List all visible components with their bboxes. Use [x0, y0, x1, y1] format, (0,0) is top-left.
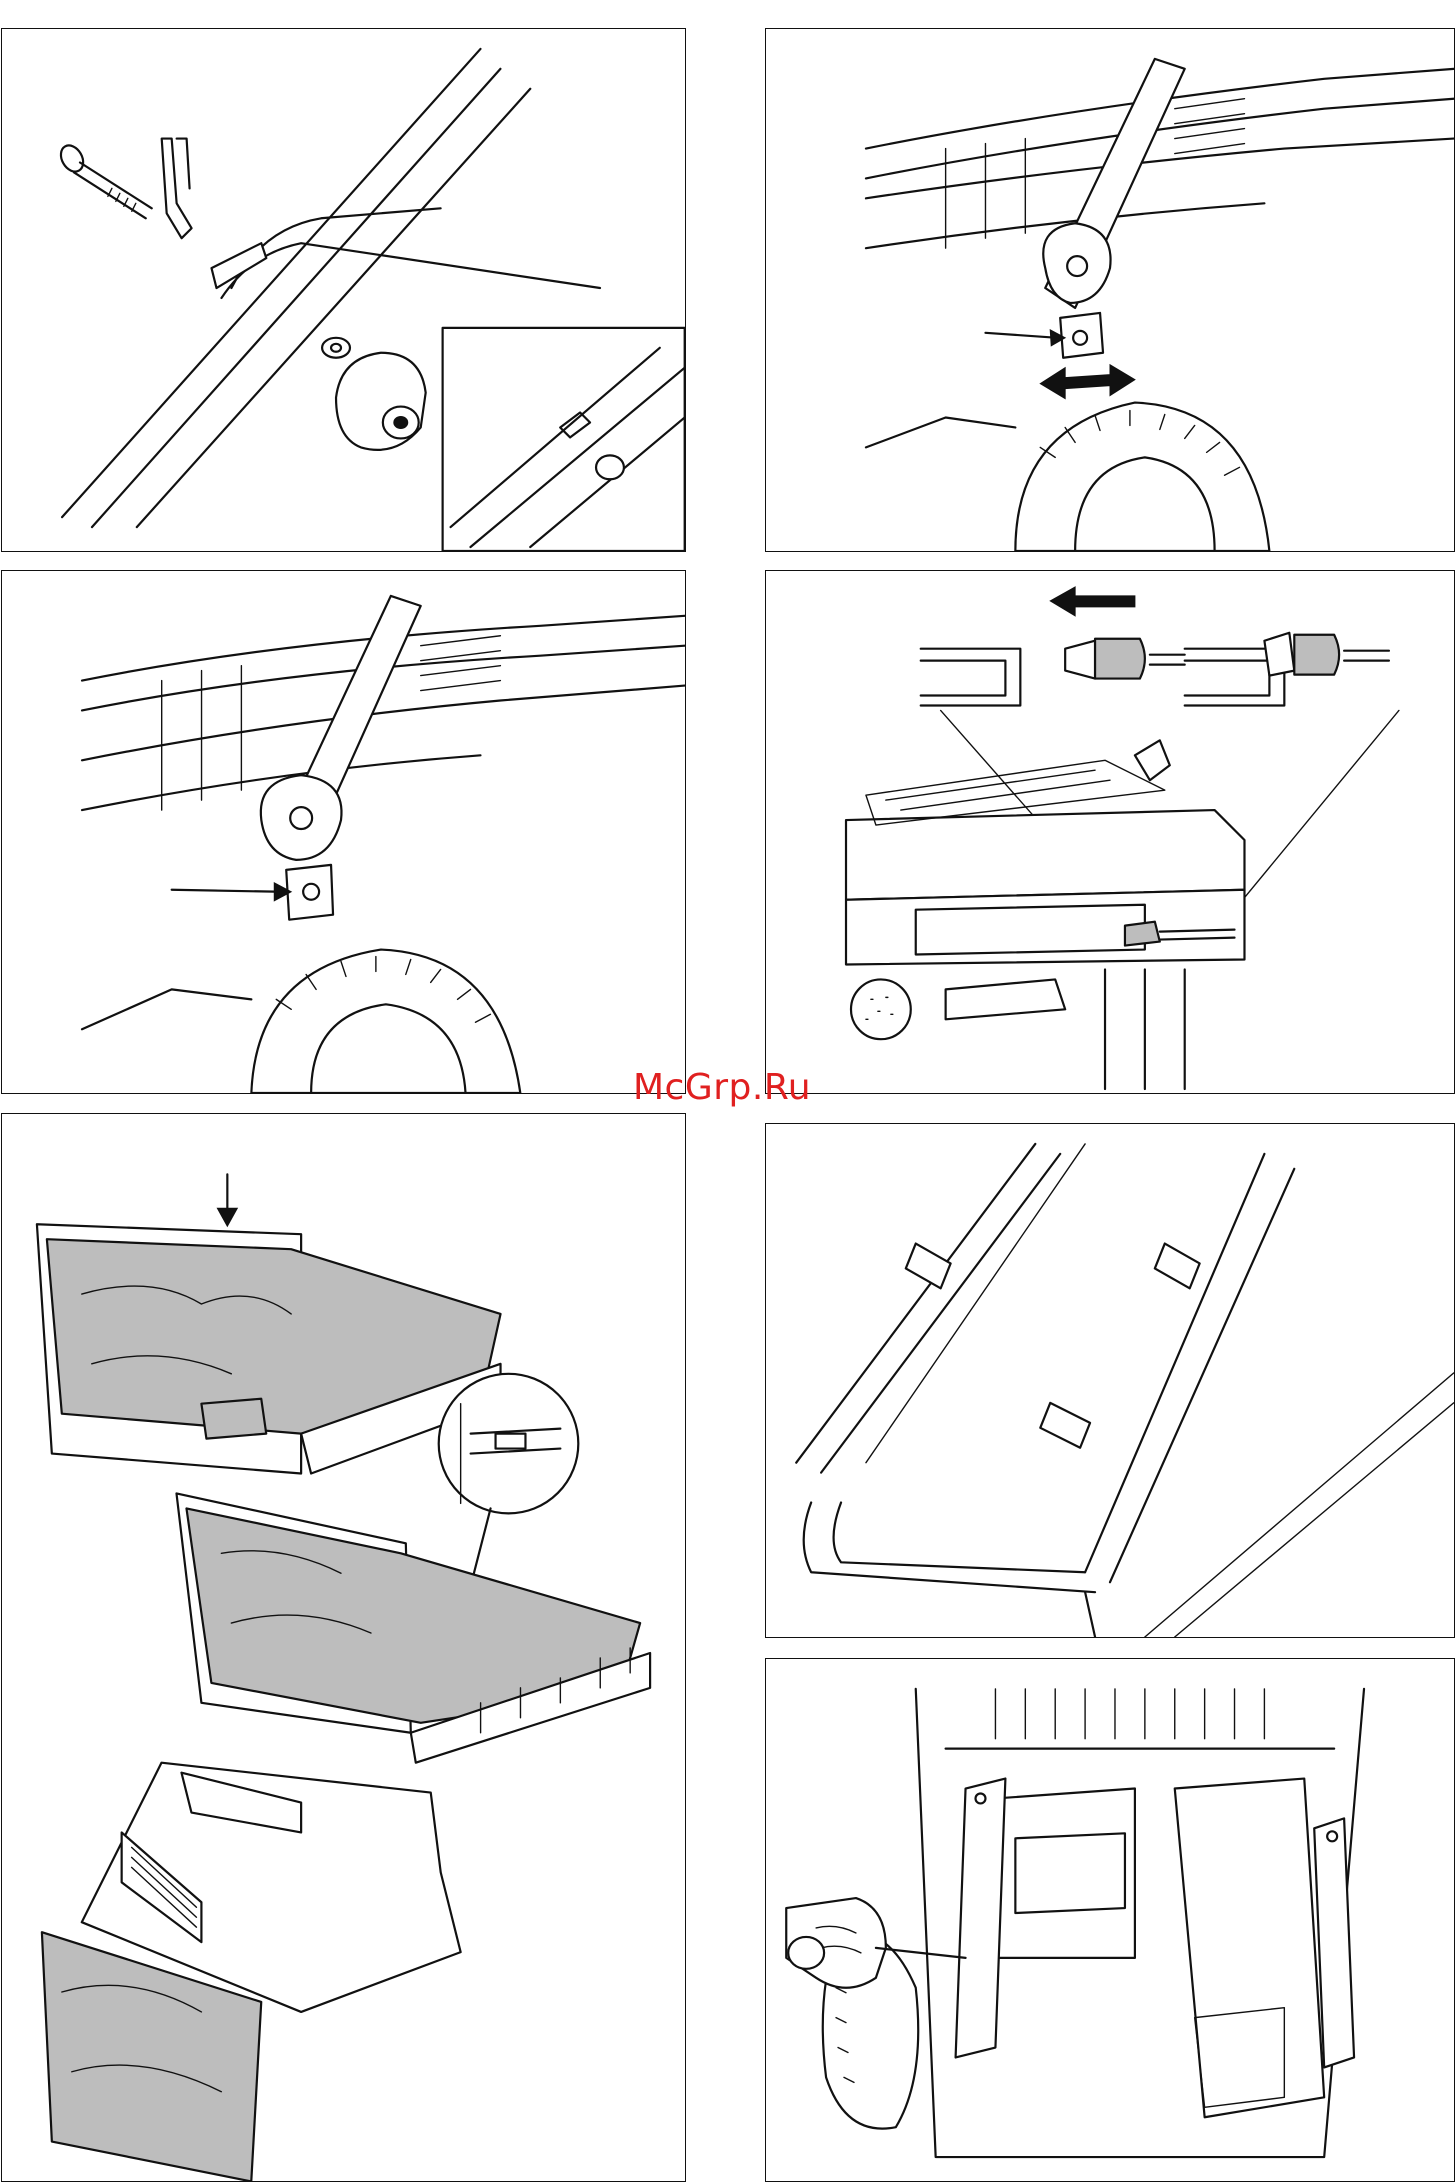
handle-adjust-diagram: [766, 29, 1454, 551]
grass-bag-icon: [37, 1224, 501, 1473]
figure-handle-clips: [765, 1123, 1455, 1638]
figure-handle-lock-screw: [1, 570, 686, 1094]
clip-icon: [1040, 1403, 1090, 1448]
clip-icon: [906, 1244, 951, 1289]
cable-connection-diagram: [766, 571, 1454, 1093]
engine-icon: [846, 740, 1244, 1089]
cable-clip-icon: [1065, 639, 1185, 679]
left-arrow-icon: [1050, 587, 1135, 616]
rear-flap-diagram: [766, 1659, 1454, 2181]
knob-icon: [261, 775, 342, 860]
figure-handle-bolt-assembly: [1, 28, 686, 552]
grass-bag-icon: [42, 1763, 461, 2181]
handle-icon: [796, 1144, 1453, 1637]
wheel-icon: [251, 950, 520, 1093]
figure-grass-bag-assembly: [1, 1113, 686, 2182]
handle-lock-diagram: [2, 571, 685, 1093]
figure-cable-connection: [765, 570, 1455, 1094]
watermark: McGrp.Ru: [633, 1067, 811, 1108]
handle-bolt-diagram: [2, 29, 685, 551]
grass-bag-icon: [176, 1493, 650, 1762]
wheel-icon: [1015, 403, 1269, 551]
cable-clip-icon: [1264, 633, 1389, 676]
washer-icon: [322, 338, 350, 358]
handle-clips-diagram: [766, 1124, 1454, 1637]
clip-icon: [1155, 1244, 1200, 1289]
figure-handle-height-adjust: [765, 28, 1455, 552]
knob-icon: [1043, 223, 1110, 303]
bolt-icon: [56, 141, 151, 218]
figure-rear-flap-mount: [765, 1658, 1455, 2182]
magnifier-icon: [439, 1374, 579, 1514]
knob-icon: [336, 353, 426, 450]
double-arrow-icon: [1040, 365, 1135, 399]
clip-icon: [162, 139, 267, 288]
pointer-arrow-icon: [985, 330, 1065, 346]
pointer-arrow-icon: [172, 883, 292, 901]
down-arrow-icon: [217, 1174, 237, 1226]
grass-bag-diagram: [2, 1114, 685, 2181]
